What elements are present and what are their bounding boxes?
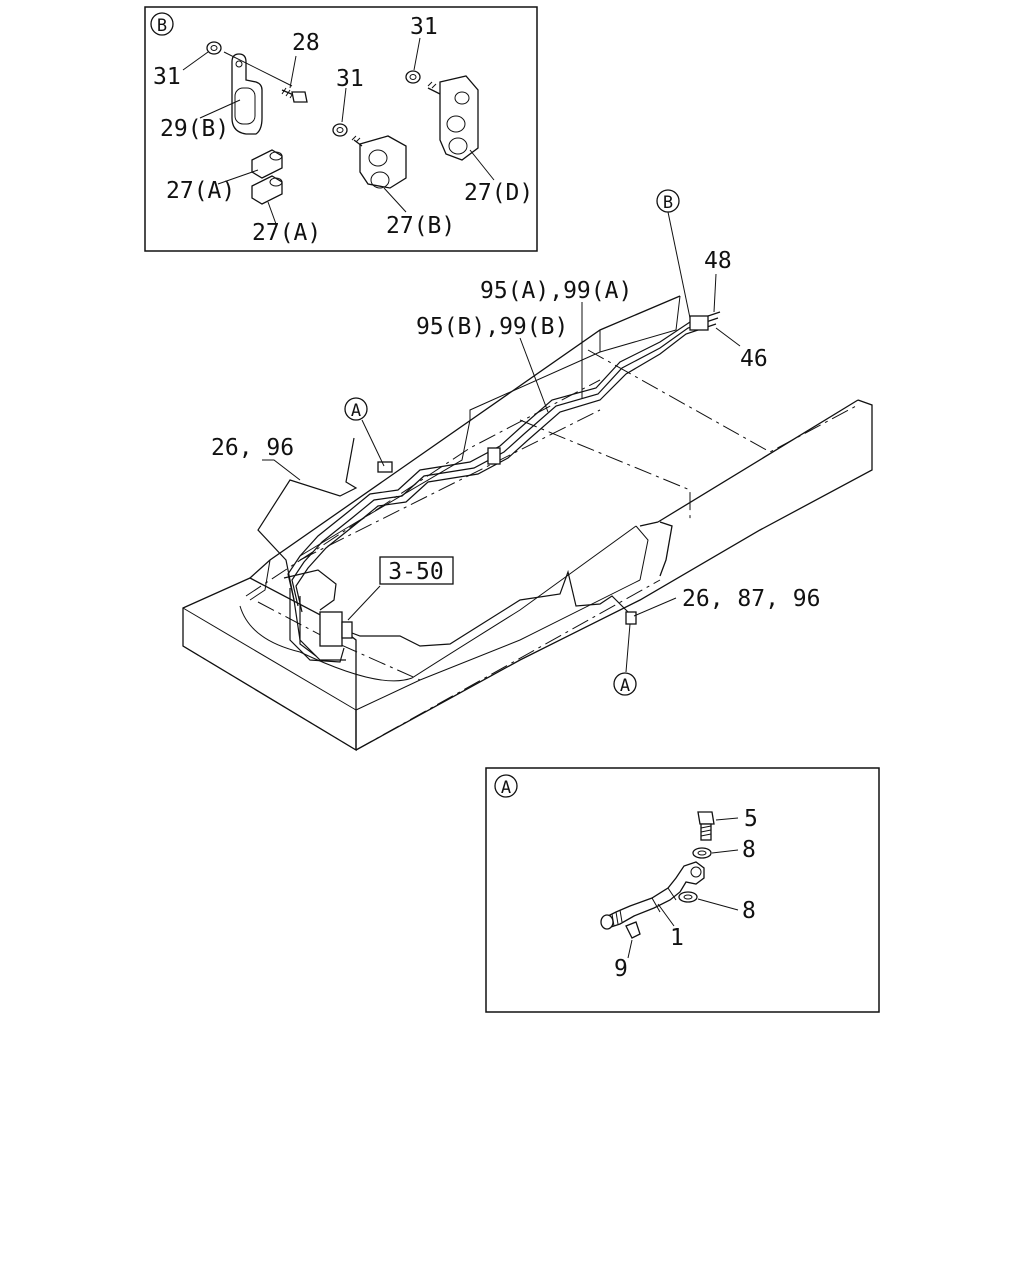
eye-bolt-5 — [697, 811, 715, 841]
clamp-27b — [351, 135, 407, 189]
spacer-27a-upper — [251, 149, 283, 179]
front-crossmember-front-face — [182, 577, 357, 752]
washer-8-lower — [678, 891, 698, 903]
brake-pipe-upper-1 — [287, 311, 721, 601]
clip-9 — [625, 921, 641, 939]
main-marker-a-top: A — [351, 401, 361, 421]
bolt-28 — [281, 87, 308, 103]
inset-a-callout-8-lower: 8 — [742, 898, 756, 924]
inset-b-marker-circle — [150, 12, 174, 36]
left-side-rail — [249, 295, 681, 579]
frame-assembly: B A A 48 46 95(A),99(A) 95(B),99(B) 26, … — [182, 189, 873, 752]
inset-a-callout-5: 5 — [744, 806, 758, 832]
inset-a-panel: A 5 8 8 1 9 — [485, 767, 880, 1013]
main-marker-b-circle — [656, 189, 680, 213]
inset-b-frame — [144, 6, 538, 252]
inset-a-marker: A — [501, 778, 511, 798]
inset-b-callout-31-left: 31 — [153, 64, 181, 90]
callout-95b-99b: 95(B),99(B) — [416, 314, 568, 340]
inset-b-callout-27a-upper: 27(A) — [166, 178, 235, 204]
right-side-rail — [355, 399, 873, 751]
nut-31-middle — [332, 123, 348, 137]
callout-26-87-96: 26, 87, 96 — [682, 586, 820, 612]
main-marker-a-top-circle — [344, 397, 368, 421]
inset-b-callout-27d: 27(D) — [464, 180, 533, 206]
spacer-27a-lower — [251, 175, 283, 205]
junction-block — [319, 611, 343, 647]
inset-b-marker: B — [157, 16, 167, 36]
inset-b-callout-28: 28 — [292, 30, 320, 56]
callout-46: 46 — [740, 346, 768, 372]
inset-a-frame — [485, 767, 880, 1013]
inset-a-callout-8-upper: 8 — [742, 837, 756, 863]
reference-box-3-50 — [379, 556, 454, 585]
inset-b-panel: B — [144, 6, 538, 252]
inset-b-callout-31-right: 31 — [410, 14, 438, 40]
hose-1 — [600, 861, 705, 930]
clip-middle — [487, 447, 501, 465]
inset-a-callout-9: 9 — [614, 956, 628, 982]
brake-pipe-lower — [343, 569, 631, 647]
inset-b-callout-27a-lower: 27(A) — [252, 220, 321, 246]
inset-b-callout-27b: 27(B) — [386, 213, 455, 239]
callout-3-50: 3-50 — [388, 559, 443, 585]
washer-8-upper — [692, 847, 712, 859]
callout-48: 48 — [704, 248, 732, 274]
inset-b-callout-31-middle: 31 — [336, 66, 364, 92]
inset-b-callout-29b: 29(B) — [160, 116, 229, 142]
brake-pipe-left-loop — [257, 437, 358, 661]
nut-31-right — [405, 70, 421, 84]
bracket-29b — [231, 53, 263, 135]
inset-a-marker-circle — [494, 774, 518, 798]
brake-pipe-upper-2 — [291, 317, 719, 607]
main-marker-a-bottom: A — [620, 676, 630, 696]
clip-b — [689, 315, 709, 331]
callout-95a-99a: 95(A),99(A) — [480, 278, 632, 304]
callout-26-96: 26, 96 — [211, 435, 294, 461]
clip-a-bottom — [625, 611, 637, 625]
clip-a-top — [377, 461, 393, 473]
clamp-27d — [427, 75, 479, 161]
main-marker-b: B — [663, 193, 673, 213]
inset-a-callout-1: 1 — [670, 925, 684, 951]
brake-pipe-upper-3 — [295, 323, 717, 613]
nut-31-left — [206, 41, 222, 55]
main-marker-a-bottom-circle — [613, 672, 637, 696]
